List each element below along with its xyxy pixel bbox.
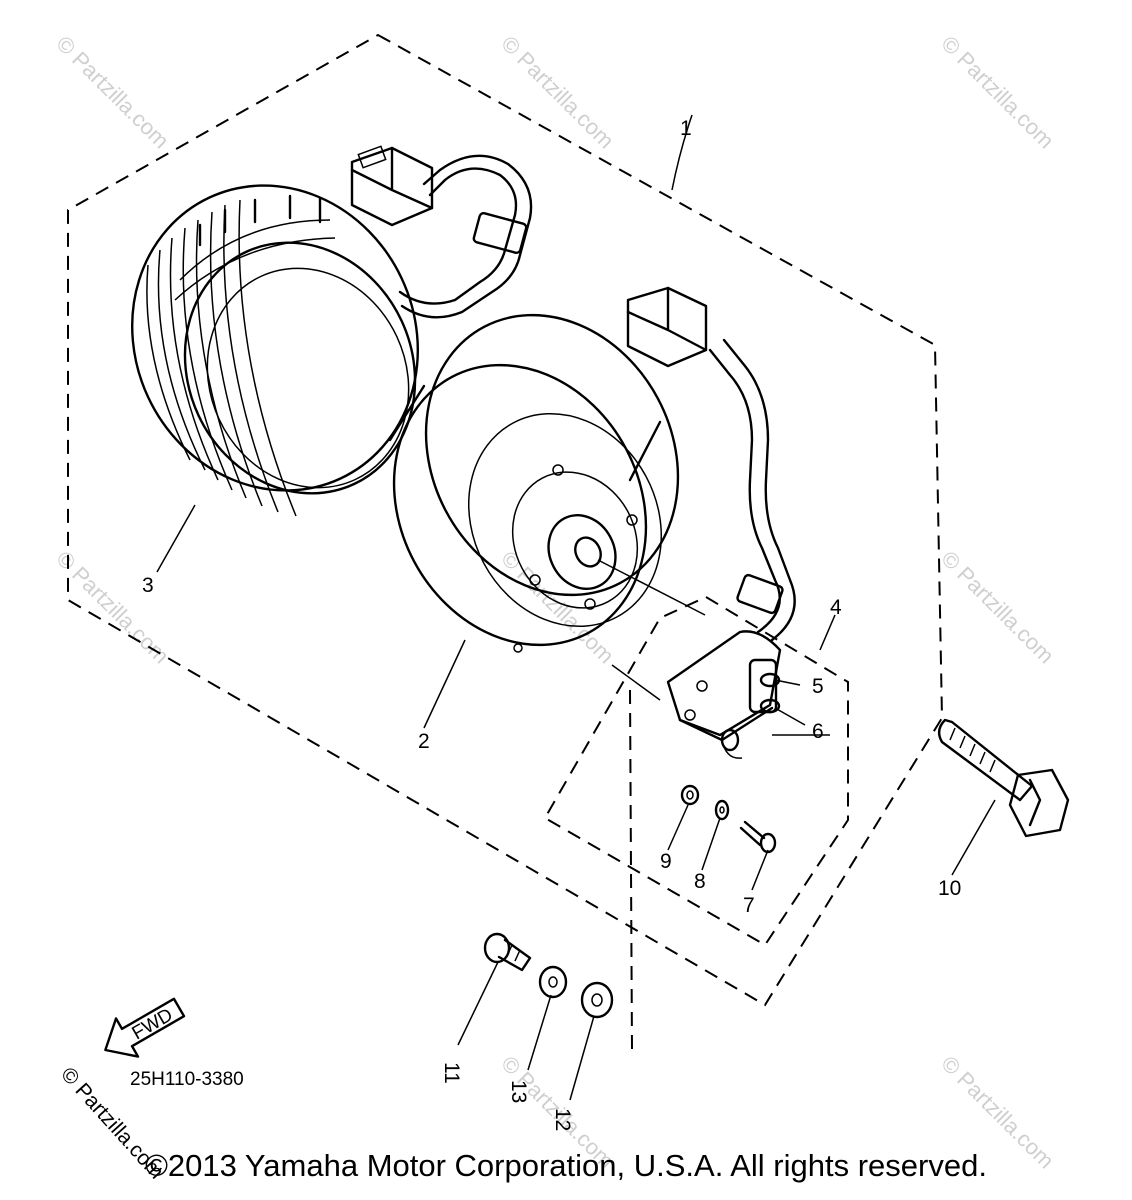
flywheel-rotor bbox=[388, 313, 706, 653]
watermark: © Partzilla.com bbox=[936, 31, 1059, 154]
callout-13: 13 bbox=[507, 1080, 530, 1103]
callout-12: 12 bbox=[551, 1108, 574, 1131]
washer-13 bbox=[538, 965, 568, 999]
drawing-code: 25H110-3380 bbox=[130, 1069, 244, 1090]
callout-11: 11 bbox=[440, 1062, 463, 1084]
leader-dashed bbox=[629, 689, 633, 1051]
stator-harness bbox=[350, 145, 533, 319]
pickup-coil bbox=[626, 286, 796, 759]
screw-7 bbox=[739, 820, 777, 854]
watermark: © Partzilla.com bbox=[496, 31, 619, 154]
callout-10: 10 bbox=[938, 877, 961, 900]
callout-8: 8 bbox=[694, 870, 706, 893]
bolt-10 bbox=[937, 718, 1070, 838]
watermark: © Partzilla.com bbox=[51, 31, 174, 154]
washer-9 bbox=[680, 784, 700, 806]
callout-1: 1 bbox=[680, 117, 692, 140]
forward-arrow: FWD bbox=[104, 997, 186, 1058]
washer-8 bbox=[714, 799, 730, 821]
washer-12 bbox=[580, 981, 614, 1019]
copyright-footer: ©2013 Yamaha Motor Corporation, U.S.A. A… bbox=[145, 1148, 987, 1183]
callout-7: 7 bbox=[743, 894, 755, 917]
callout-9: 9 bbox=[660, 850, 672, 873]
callout-5: 5 bbox=[812, 675, 824, 698]
bolt-11 bbox=[483, 932, 532, 972]
leader-lines bbox=[156, 114, 996, 1101]
callout-2: 2 bbox=[418, 730, 430, 753]
stator-coil bbox=[131, 184, 419, 517]
callout-4: 4 bbox=[830, 596, 842, 619]
pickup-assembly-boundary bbox=[543, 595, 849, 947]
callout-labels: 1 2 3 4 5 6 7 8 9 10 11 12 13 bbox=[142, 117, 961, 1131]
callout-3: 3 bbox=[142, 574, 154, 597]
watermark: © Partzilla.com bbox=[936, 546, 1059, 669]
assembly-boundary bbox=[67, 33, 944, 1007]
callout-6: 6 bbox=[812, 720, 824, 743]
